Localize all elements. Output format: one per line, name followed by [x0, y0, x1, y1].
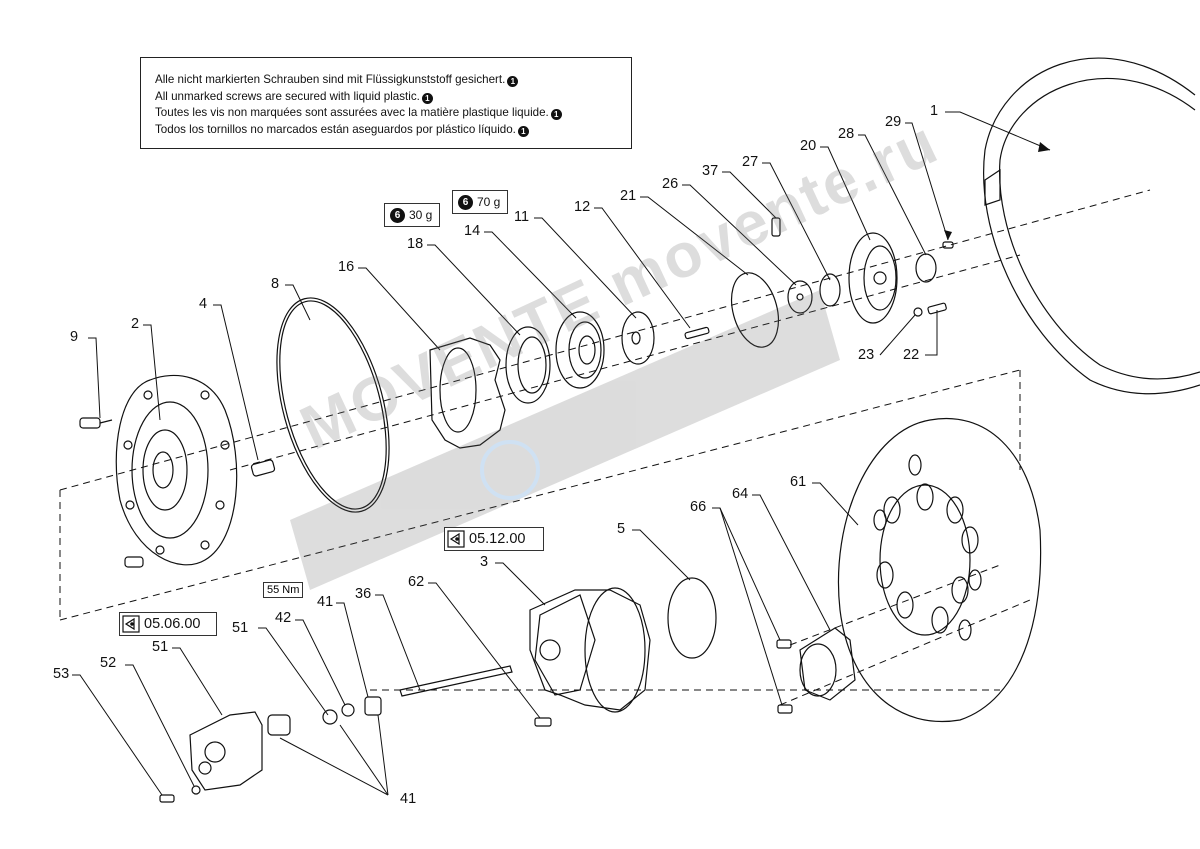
part-label: 27	[742, 154, 759, 170]
part-41-coupling-b	[267, 714, 291, 736]
part-label: 52	[100, 655, 117, 671]
part-52-washer	[191, 785, 201, 795]
part-label: 53	[53, 666, 70, 682]
note-line-en: All unmarked screws are secured with liq…	[155, 89, 420, 103]
note-bullet-icon: 1	[550, 109, 562, 120]
part-label: 18	[407, 236, 424, 252]
part-label: 29	[885, 114, 902, 130]
reference-number: 05.12.00	[469, 531, 526, 547]
part-label: 42	[275, 610, 292, 626]
part-42-nut	[341, 703, 355, 717]
part-label: 1	[930, 103, 939, 119]
part-label: 41	[317, 594, 334, 610]
note-line-fr: Toutes les vis non marquées sont assurée…	[155, 106, 549, 119]
part-36-shaft	[399, 665, 513, 697]
part-label: 4	[199, 296, 208, 312]
part-label: 14	[464, 223, 481, 239]
part-label: 66	[690, 499, 707, 515]
part-53-screw	[159, 794, 175, 803]
part-16-carrier	[429, 337, 506, 449]
part-4-pin	[250, 459, 276, 477]
book-reference-icon	[122, 615, 140, 633]
book-reference-icon	[447, 530, 465, 548]
part-66-screw	[776, 639, 792, 649]
lubricant-icon: 6	[390, 207, 405, 223]
part-41-coupling	[364, 696, 382, 716]
part-14-bearing	[555, 311, 605, 389]
part-label: 11	[514, 209, 530, 225]
part-2-flange	[115, 374, 238, 566]
part-51-pump	[189, 711, 263, 791]
part-label: 28	[838, 126, 855, 142]
part-screw-lower	[124, 556, 144, 568]
lubricant-amount: 70 g	[477, 195, 501, 209]
reference-number: 05.06.00	[144, 616, 201, 632]
part-64-cover	[799, 627, 856, 701]
part-8-oring	[276, 297, 390, 513]
lubricant-amount: 30 g	[409, 208, 433, 222]
lubricant-icon: 6	[458, 194, 473, 210]
part-nut-small	[322, 709, 338, 725]
part-20-cover	[848, 232, 898, 324]
part-label: 26	[662, 176, 679, 192]
part-29-screw	[942, 241, 954, 249]
note-bullet-icon: 1	[507, 76, 519, 87]
part-22-screw	[927, 302, 947, 315]
part-label: 23	[858, 347, 875, 363]
part-26-disc	[787, 280, 813, 314]
part-label: 37	[702, 163, 719, 179]
part-label: 22	[903, 347, 920, 363]
part-label: 61	[790, 474, 807, 490]
part-23-washer	[913, 307, 923, 317]
part-label: 9	[70, 329, 79, 345]
part-label: 2	[131, 316, 140, 332]
part-label: 5	[617, 521, 626, 537]
leader-lines	[72, 111, 1051, 796]
liquid-plastic-note: Alle nicht markierten Schrauben sind mit…	[140, 57, 632, 149]
part-3-housing	[529, 587, 651, 713]
watermark-logo	[290, 290, 840, 590]
part-label: 8	[271, 276, 280, 292]
lubricant-tag-70g: 6 70 g	[452, 190, 508, 214]
part-5-oring	[667, 577, 717, 659]
lubricant-tag-30g: 6 30 g	[384, 203, 440, 227]
part-61-disc	[837, 418, 1042, 722]
note-line-de: Alle nicht markierten Schrauben sind mit…	[155, 73, 506, 86]
part-62-screw	[534, 717, 552, 727]
guide-lines	[59, 189, 1151, 706]
part-18-ring	[505, 326, 551, 404]
reference-tag-1[interactable]: 05.12.00	[444, 527, 544, 551]
part-label: 16	[338, 259, 355, 275]
part-label: 21	[620, 188, 637, 204]
part-label: 20	[800, 138, 817, 154]
part-label: 36	[355, 586, 372, 602]
torque-tag: 55 Nm	[263, 582, 304, 598]
part-12-pin	[684, 326, 710, 340]
part-9-screw	[79, 417, 113, 429]
part-1-ring	[983, 57, 1200, 395]
note-line-es: Todos los tornillos no marcados están as…	[155, 122, 516, 136]
part-label: 12	[574, 199, 591, 215]
part-label: 64	[732, 486, 749, 502]
part-28-washer	[915, 253, 937, 283]
part-label: 51	[232, 620, 249, 636]
reference-tag-2[interactable]: 05.06.00	[119, 612, 217, 636]
note-bullet-icon: 1	[517, 125, 529, 137]
part-label: 62	[408, 574, 425, 590]
part-label: 41	[400, 791, 417, 807]
part-27-ring	[819, 273, 841, 307]
part-11-disc	[621, 311, 655, 365]
note-bullet-icon: 1	[421, 92, 433, 104]
part-label: 3	[480, 554, 489, 570]
part-label: 51	[152, 639, 169, 655]
